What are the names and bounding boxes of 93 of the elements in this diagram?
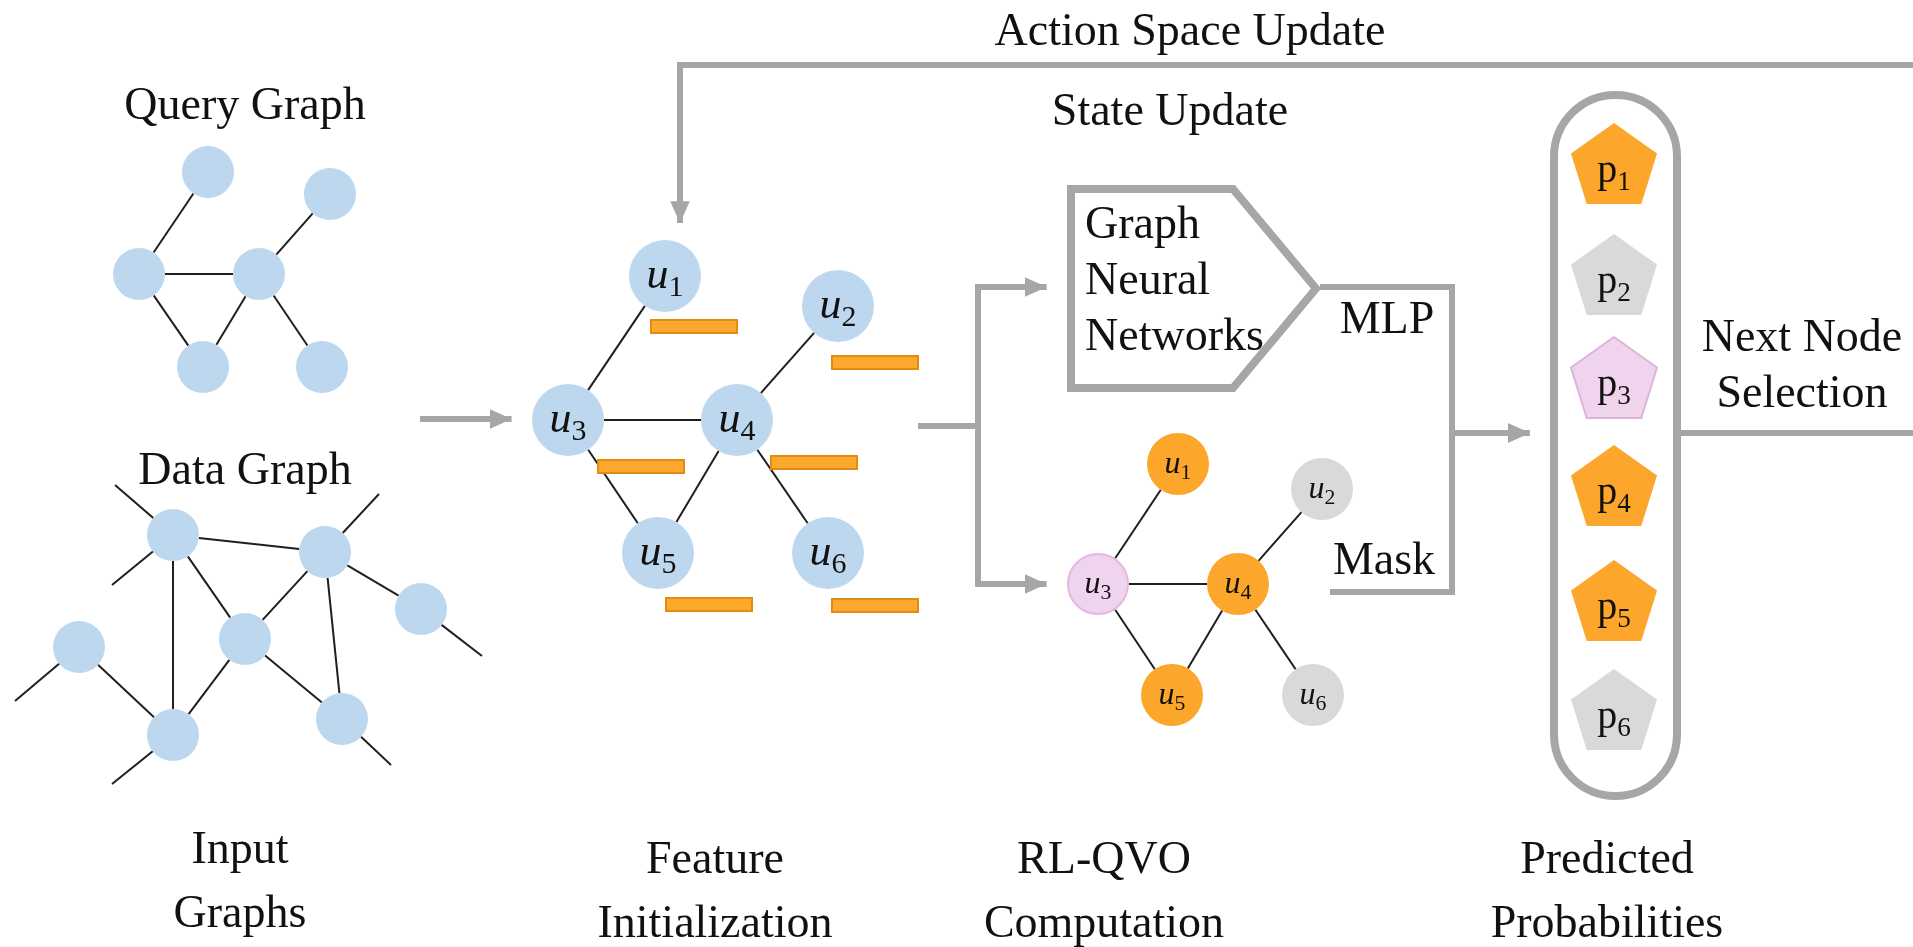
graph-node-circle <box>147 509 199 561</box>
connector-line <box>197 536 301 551</box>
node-label: u$_{2}$ <box>1308 471 1336 507</box>
caption: Data Graph <box>137 442 353 496</box>
pentagon-node <box>1570 233 1658 316</box>
feature-vector-bar <box>831 355 919 370</box>
pentagon-node <box>1570 559 1658 642</box>
connector-line <box>1128 583 1208 585</box>
connector-line <box>272 294 309 347</box>
connector-line <box>186 555 232 619</box>
graph-node-circle <box>233 248 285 300</box>
node-label: p$_{6}$ <box>1597 694 1631 739</box>
node-label: p$_{5}$ <box>1597 585 1631 630</box>
feature-vector-bar <box>770 455 858 470</box>
node-label: p$_{1}$ <box>1597 148 1631 193</box>
connector-line <box>326 576 341 695</box>
connector-line <box>1254 608 1297 671</box>
node-label: u$_{3}$ <box>1084 566 1112 602</box>
connector-line <box>1114 608 1156 671</box>
caption: State Update <box>1050 83 1290 137</box>
connector-line <box>114 484 155 519</box>
connector-line <box>14 662 61 702</box>
connector-line <box>341 493 380 534</box>
graph-node-circle <box>304 168 356 220</box>
connector-line <box>187 658 231 716</box>
connector-line <box>111 750 154 785</box>
connector-line <box>675 450 720 523</box>
graph-node-circle <box>299 526 351 578</box>
graph-node-circle <box>182 146 234 198</box>
node-label: p$_{3}$ <box>1597 362 1631 407</box>
caption: Feature Initialization <box>596 831 834 947</box>
connector-line <box>1114 488 1162 560</box>
caption: RL-QVO Computation <box>982 831 1226 947</box>
graph-node-circle <box>219 613 271 665</box>
node-label: u$_{4}$ <box>1224 566 1252 602</box>
connector-line <box>346 564 400 597</box>
node-label: u$_{6}$ <box>1299 677 1327 713</box>
node-label: u$_{5}$ <box>1158 677 1186 713</box>
connector-line <box>275 212 314 256</box>
connector-line <box>759 331 816 395</box>
node-label: u$_{3}$ <box>549 395 587 445</box>
connector-line <box>111 550 154 586</box>
connector-line <box>756 448 809 525</box>
node-label: u$_{1}$ <box>1164 446 1192 482</box>
feature-vector-bar <box>650 319 738 334</box>
connector-line <box>587 448 639 525</box>
connector-line <box>360 735 392 766</box>
connector-line <box>152 192 195 254</box>
pentagon-node <box>1570 336 1658 419</box>
connector-line <box>1681 430 1913 436</box>
arrow <box>918 423 1047 594</box>
connector-line <box>152 294 190 347</box>
node-label: p$_{4}$ <box>1597 470 1631 515</box>
caption: Predicted Probabilities <box>1489 831 1725 947</box>
connector-line <box>164 273 234 275</box>
graph-node-circle <box>53 621 105 673</box>
connector-line <box>261 570 309 621</box>
feature-vector-bar <box>597 459 685 474</box>
graph-node-circle <box>113 248 165 300</box>
network-block <box>1067 185 1320 392</box>
connector-line <box>1257 511 1303 562</box>
connector-line <box>215 295 247 346</box>
node-label: u$_{5}$ <box>639 528 677 578</box>
connector-line <box>264 654 323 704</box>
arrow <box>420 409 512 429</box>
connector-line <box>1186 609 1224 670</box>
block-label: Graph Neural Networks <box>1085 196 1265 362</box>
pentagon-node <box>1570 668 1658 751</box>
connector-line <box>440 623 483 657</box>
caption: Input Graphs <box>172 821 308 939</box>
connector-line <box>603 419 702 421</box>
pentagon-node <box>1570 122 1658 205</box>
caption: Query Graph <box>123 77 367 131</box>
arrow <box>670 62 1913 223</box>
connector-line <box>587 304 646 392</box>
node-label: u$_{6}$ <box>809 528 847 578</box>
arrow <box>1330 423 1530 595</box>
graph-node-circle <box>147 709 199 761</box>
graph-node-circle <box>177 341 229 393</box>
node-label: u$_{4}$ <box>718 395 756 445</box>
feature-vector-bar <box>831 598 919 613</box>
graph-node-circle <box>296 341 348 393</box>
pentagon-node <box>1570 444 1658 527</box>
graph-node-circle <box>1207 553 1269 615</box>
node-label: p$_{2}$ <box>1597 259 1631 304</box>
connector-line <box>97 663 155 719</box>
node-label: u$_{2}$ <box>819 281 857 331</box>
graph-node-circle <box>316 693 368 745</box>
graph-node-circle <box>395 583 447 635</box>
node-label: u$_{1}$ <box>646 251 684 301</box>
probability-panel <box>1550 91 1681 800</box>
feature-vector-bar <box>665 597 753 612</box>
connector-line <box>172 560 174 710</box>
